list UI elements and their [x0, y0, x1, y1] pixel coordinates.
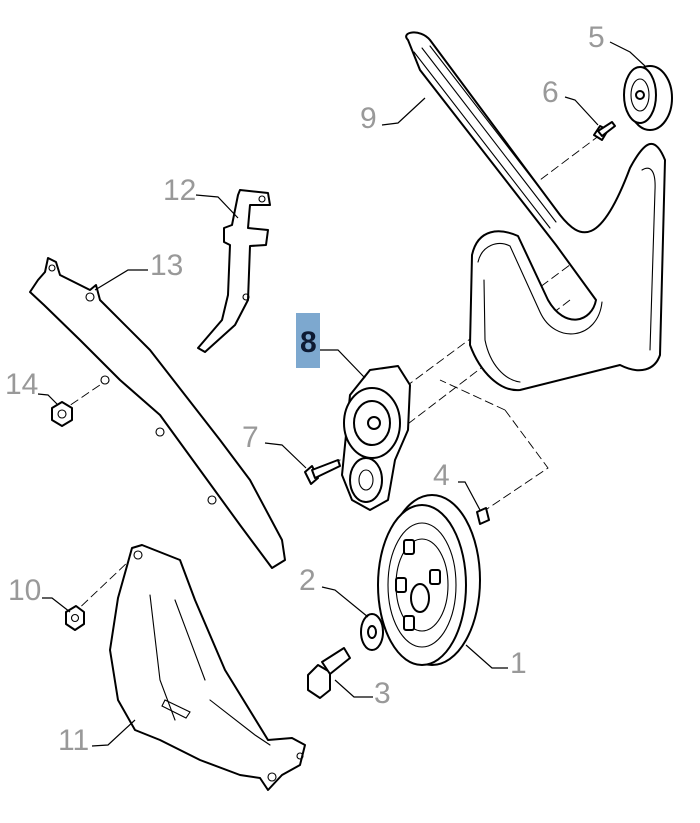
tensioner-bolt[interactable]: [304, 459, 341, 485]
pulley-washer[interactable]: [360, 613, 384, 651]
highlight-box: [296, 313, 320, 368]
idler-bolt[interactable]: [593, 121, 616, 141]
crankshaft-bolt[interactable]: [307, 647, 351, 699]
nut-lower[interactable]: [65, 605, 85, 631]
drive-belt-long[interactable]: [405, 31, 666, 392]
part-label-14[interactable]: 14: [5, 368, 38, 401]
part-label-12[interactable]: 12: [163, 174, 196, 207]
part-label-2[interactable]: 2: [299, 564, 316, 597]
part-label-3[interactable]: 3: [374, 677, 391, 710]
part-label-13[interactable]: 13: [150, 249, 183, 282]
part-label-4[interactable]: 4: [433, 459, 450, 492]
part-label-11[interactable]: 11: [58, 724, 89, 757]
part-labels: 5 6 9 12 13 14 8 7 4 2 10 1 3 11: [5, 21, 605, 757]
part-label-7[interactable]: 7: [242, 421, 259, 454]
part-label-6[interactable]: 6: [542, 76, 559, 109]
belt-tensioner[interactable]: [341, 365, 411, 511]
crankshaft-key[interactable]: [476, 507, 490, 525]
idler-pulley[interactable]: [623, 65, 673, 131]
mounting-bracket[interactable]: [197, 189, 271, 353]
part-label-10[interactable]: 10: [8, 574, 41, 607]
part-label-5[interactable]: 5: [588, 21, 605, 54]
part-label-8[interactable]: 8: [300, 326, 317, 359]
nut-upper[interactable]: [51, 401, 73, 427]
timing-cover-lower[interactable]: [109, 544, 306, 791]
timing-cover-upper[interactable]: [29, 257, 286, 569]
part-label-1[interactable]: 1: [510, 647, 527, 680]
leader-lines: [37, 41, 646, 747]
crankshaft-pulley[interactable]: [377, 494, 481, 666]
part-label-9[interactable]: 9: [360, 102, 377, 135]
